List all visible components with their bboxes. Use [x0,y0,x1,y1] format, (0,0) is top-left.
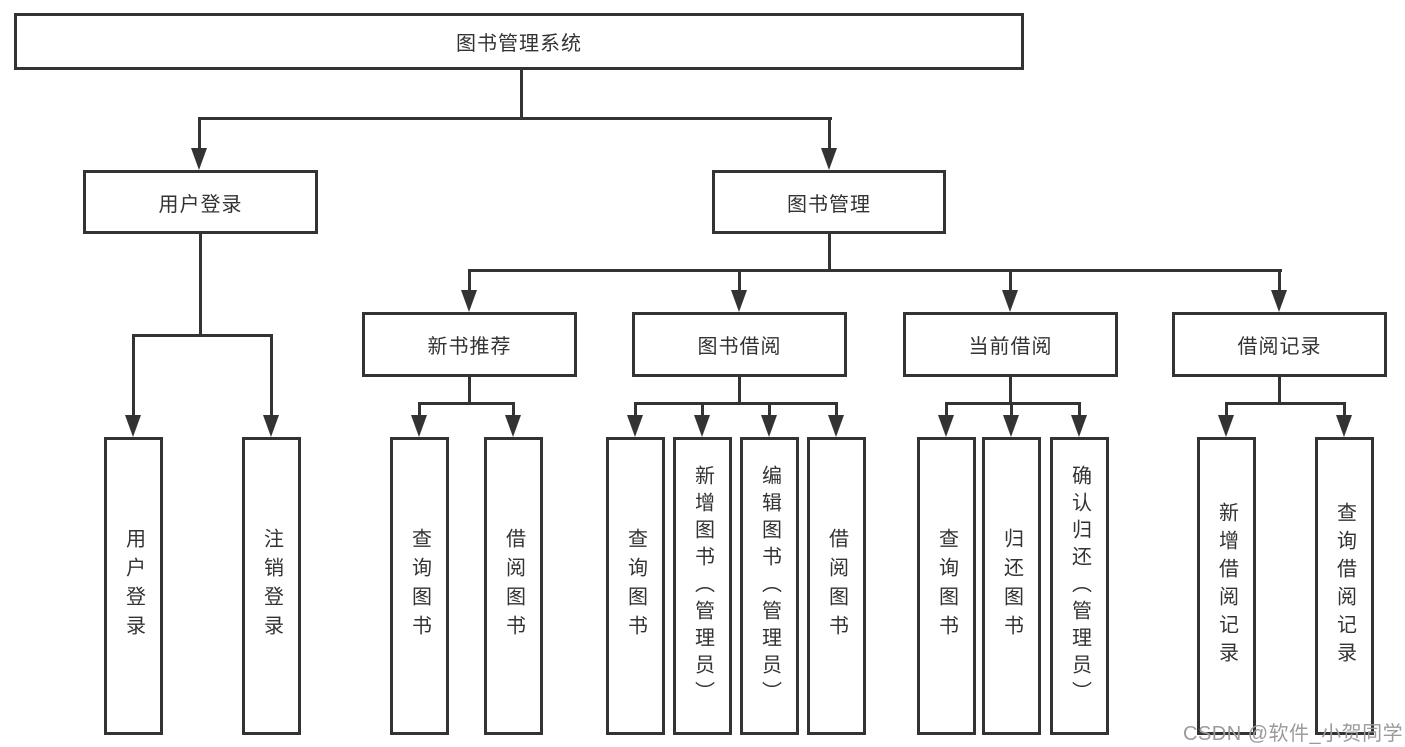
arrow-down-icon [1071,415,1087,437]
connector-line [945,402,948,417]
leaf-borrowing-add-books-admin: 新增图书（管理员） [673,437,732,735]
connector-line [468,269,1282,272]
arrow-down-icon [461,290,477,312]
leaf-recommend-borrow-books: 借阅图书 [484,437,543,735]
connector-line [468,376,471,404]
connector-line [132,334,135,417]
connector-line [828,233,831,272]
arrow-down-icon [694,415,710,437]
connector-line [199,233,202,336]
connector-line [132,334,273,337]
leaf-records-query-record: 查询借阅记录 [1315,437,1374,735]
connector-line [945,402,1081,405]
arrow-down-icon [411,415,427,437]
watermark-text: CSDN @软件_小贺同学 [1183,723,1404,745]
connector-line [1278,269,1281,293]
arrow-down-icon [938,415,954,437]
leaf-recommend-query-books: 查询图书 [390,437,449,735]
arrow-down-icon [191,148,207,170]
leaf-borrowing-edit-books-admin: 编辑图书（管理员） [740,437,799,735]
leaf-current-return-books: 归还图书 [982,437,1041,735]
arrow-down-icon [821,148,837,170]
connector-line [738,376,741,404]
leaf-current-confirm-return-admin: 确认归还（管理员） [1050,437,1109,735]
connector-line [512,402,515,417]
leaf-borrowing-borrow-books: 借阅图书 [807,437,866,735]
connector-line [1078,402,1081,417]
connector-line [634,402,637,417]
connector-line [738,269,741,293]
leaf-user-login: 用户登录 [104,437,163,735]
arrow-down-icon [828,415,844,437]
arrow-down-icon [627,415,643,437]
arrow-down-icon [125,415,141,437]
connector-line [270,334,273,417]
connector-line [768,402,771,417]
arrow-down-icon [731,290,747,312]
connector-line [835,402,838,417]
connector-line [468,269,471,293]
connector-line [1225,402,1346,405]
node-user-login-module: 用户登录 [83,170,318,234]
connector-line [198,117,832,120]
arrow-down-icon [1336,415,1352,437]
node-new-book-recommendation: 新书推荐 [362,312,577,377]
arrow-down-icon [1003,415,1019,437]
connector-line [418,402,515,405]
leaf-logout: 注销登录 [242,437,301,735]
node-book-management-module: 图书管理 [712,170,946,234]
arrow-down-icon [1271,290,1287,312]
arrow-down-icon [263,415,279,437]
connector-line [701,402,704,417]
connector-line [1278,376,1281,404]
node-library-management-system: 图书管理系统 [14,13,1024,70]
arrow-down-icon [761,415,777,437]
connector-line [1009,376,1012,404]
leaf-records-add-record: 新增借阅记录 [1197,437,1256,735]
arrow-down-icon [1218,415,1234,437]
leaf-current-query-books: 查询图书 [917,437,976,735]
connector-line [198,117,201,151]
connector-line [418,402,421,417]
arrow-down-icon [1002,290,1018,312]
connector-line [520,69,523,119]
connector-line [1343,402,1346,417]
node-current-borrowing: 当前借阅 [903,312,1118,377]
node-borrowing-records: 借阅记录 [1172,312,1387,377]
connector-line [1009,269,1012,293]
node-book-borrowing: 图书借阅 [632,312,847,377]
connector-line [1010,402,1013,417]
connector-line [1225,402,1228,417]
leaf-borrowing-query-books: 查询图书 [606,437,665,735]
connector-line [828,117,831,151]
arrow-down-icon [505,415,521,437]
connector-line [634,402,838,405]
